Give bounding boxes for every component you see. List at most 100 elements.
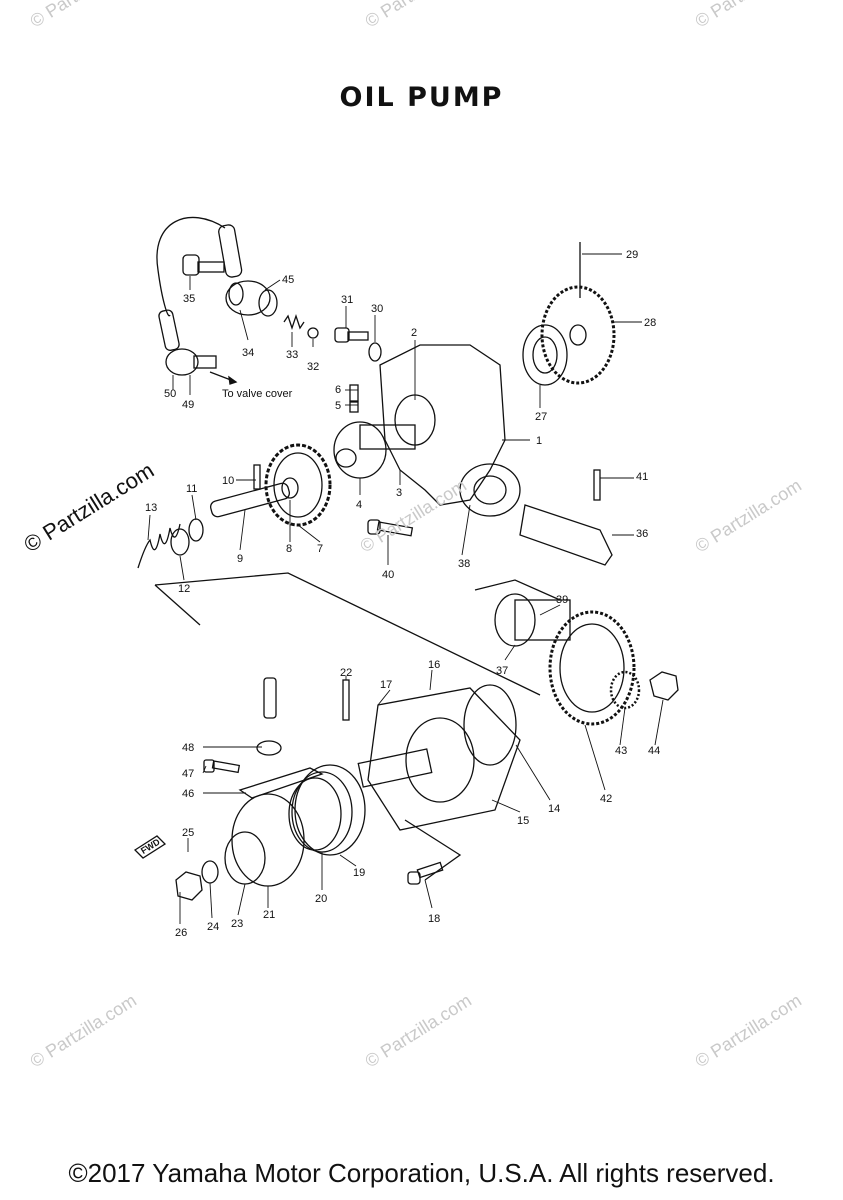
part-label-1: 1	[536, 435, 542, 447]
part-label-13: 13	[145, 502, 157, 514]
part-label-24: 24	[207, 921, 219, 933]
part-label-4: 4	[356, 499, 362, 511]
pin-22	[342, 679, 350, 721]
elbow-50	[158, 309, 180, 351]
washer-12	[170, 528, 190, 556]
fitting-49-thread	[193, 355, 217, 369]
part-label-7: 7	[317, 543, 323, 555]
watermark-top-center: © Partzilla.com	[362, 0, 475, 31]
elbow-50-body	[165, 348, 199, 376]
part-label-25: 25	[182, 827, 194, 839]
part-label-44: 44	[648, 745, 660, 757]
part-label-8: 8	[286, 543, 292, 555]
part-label-18: 18	[428, 913, 440, 925]
washer-34b	[228, 282, 244, 306]
part-label-42: 42	[600, 793, 612, 805]
part-label-27: 27	[535, 411, 547, 423]
watermark-center: © Partzilla.com	[357, 475, 470, 556]
cover-17	[367, 687, 521, 831]
watermark-bottom-left: © Partzilla.com	[27, 990, 140, 1071]
copyright-notice: ©2017 Yamaha Motor Corporation, U.S.A. A…	[68, 1158, 775, 1188]
part-label-2: 2	[411, 327, 417, 339]
part-label-36: 36	[636, 528, 648, 540]
part-label-39: 39	[556, 594, 568, 606]
part-label-48: 48	[182, 742, 194, 754]
elbow-45	[218, 224, 243, 278]
bearing-27	[522, 324, 568, 386]
part-label-23: 23	[231, 918, 243, 930]
valve-cover-note: To valve cover	[222, 388, 293, 400]
watermark-bottom-center: © Partzilla.com	[362, 990, 475, 1071]
clip-11	[188, 518, 204, 542]
pin-6	[349, 384, 359, 402]
part-label-32: 32	[307, 361, 319, 373]
part-label-41: 41	[636, 471, 648, 483]
part-label-22: 22	[340, 667, 352, 679]
part-label-21: 21	[263, 909, 275, 921]
part-label-17: 17	[380, 679, 392, 691]
part-label-6: 6	[335, 384, 341, 396]
bolt-18-thread	[416, 861, 444, 879]
part-label-14: 14	[548, 803, 560, 815]
shaft-15	[357, 748, 433, 788]
part-label-26: 26	[175, 927, 187, 939]
ball-32	[307, 327, 319, 339]
part-label-40: 40	[382, 569, 394, 581]
spring-33	[283, 313, 305, 331]
bolt-40-thread	[376, 521, 414, 537]
housing-flange-38	[459, 463, 521, 517]
part-label-35: 35	[183, 293, 195, 305]
part-label-50: 50	[164, 388, 176, 400]
part-label-5: 5	[335, 400, 341, 412]
part-labels: 1234567891011121314151617181920212223242…	[145, 249, 660, 939]
part-label-20: 20	[315, 893, 327, 905]
part-label-15: 15	[517, 815, 529, 827]
part-label-49: 49	[182, 399, 194, 411]
spring-13	[137, 523, 181, 569]
part-label-19: 19	[353, 867, 365, 879]
part-label-30: 30	[371, 303, 383, 315]
page-title: OIL PUMP	[339, 82, 504, 113]
part-label-47: 47	[182, 768, 194, 780]
part-label-10: 10	[222, 475, 234, 487]
bracket-46	[238, 767, 324, 799]
washer-24	[201, 860, 219, 884]
bolt-47-thread	[211, 760, 241, 774]
part-label-16: 16	[428, 659, 440, 671]
watermark-right: © Partzilla.com	[692, 475, 805, 556]
housing-21	[231, 793, 305, 887]
part-label-37: 37	[496, 665, 508, 677]
pin-41	[593, 469, 601, 501]
part-label-34: 34	[242, 347, 254, 359]
part-label-3: 3	[396, 487, 402, 499]
bolt-47-head	[203, 759, 215, 773]
gear-28	[540, 285, 616, 385]
gear-42	[548, 610, 636, 726]
shaft-9	[209, 482, 291, 518]
part-label-43: 43	[615, 745, 627, 757]
part-label-31: 31	[341, 294, 353, 306]
watermark-bottom-right: © Partzilla.com	[692, 990, 805, 1071]
part-label-9: 9	[237, 553, 243, 565]
watermark-left: © Partzilla.com	[19, 457, 158, 557]
fitting-48	[263, 677, 277, 719]
fwd-arrow	[133, 835, 167, 859]
shaft-37	[494, 593, 536, 647]
watermark-top-left: © Partzilla.com	[27, 0, 140, 31]
pin-10	[253, 464, 261, 490]
part-label-33: 33	[286, 349, 298, 361]
part-label-45: 45	[282, 274, 294, 286]
part-label-28: 28	[644, 317, 656, 329]
pump-housing-1	[379, 344, 506, 506]
washer-34	[258, 289, 278, 317]
elbow-45-body	[225, 280, 271, 316]
part-label-46: 46	[182, 788, 194, 800]
bolt-31-thread	[347, 331, 369, 341]
shaft-4	[359, 424, 416, 450]
spring-5	[349, 401, 359, 413]
part-label-38: 38	[458, 558, 470, 570]
bolt-35-head	[182, 254, 200, 276]
nut-44	[649, 671, 679, 701]
